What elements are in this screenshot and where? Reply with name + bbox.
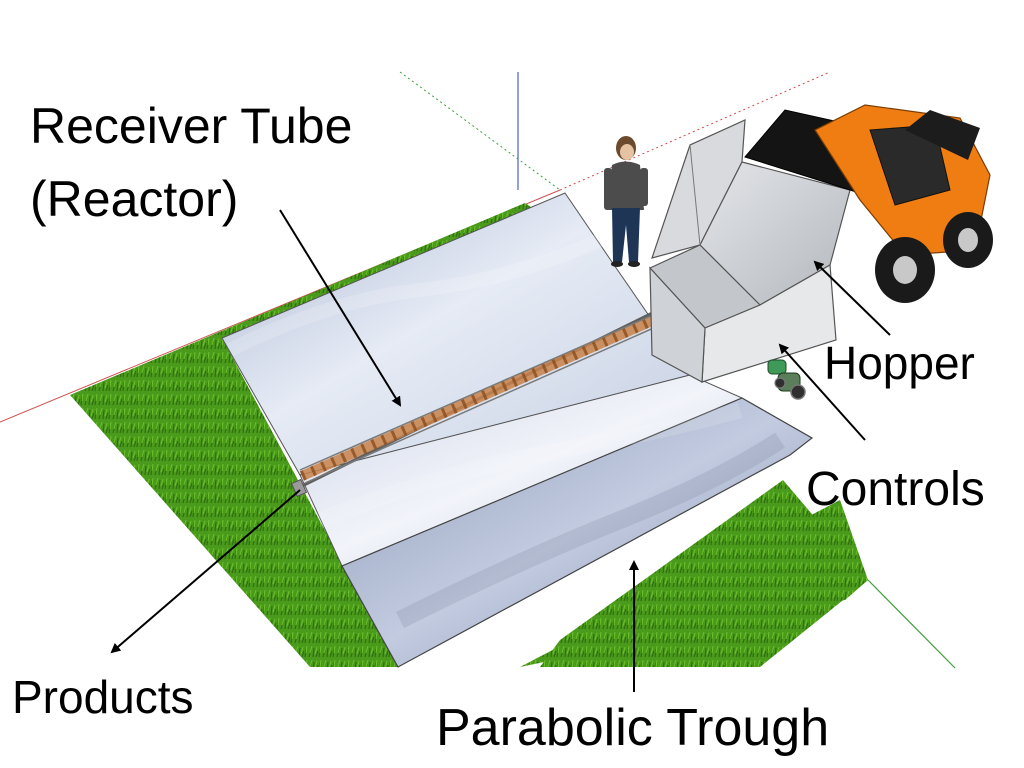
controls-arrow [778, 343, 866, 441]
receiver-tube [290, 285, 713, 498]
hopper [649, 119, 851, 383]
products-arrow [110, 489, 301, 654]
callout-arrows [110, 209, 891, 692]
control-unit [767, 359, 806, 400]
receiver-tube-label: Receiver Tube (Reactor) [30, 90, 352, 235]
controls-label: Controls [806, 463, 985, 516]
parabolic-trough [221, 192, 814, 668]
person-figure [604, 136, 648, 267]
skid-steer-loader [744, 104, 993, 303]
receiver-arrow [279, 209, 402, 407]
receiver-tube-label-line2: (Reactor) [30, 170, 239, 227]
products-label: Products [12, 671, 194, 723]
parabolic-trough-label: Parabolic Trough [436, 699, 830, 757]
receiver-tube-label-line1: Receiver Tube [30, 98, 353, 154]
hopper-label: Hopper [824, 337, 975, 389]
hopper-arrow [813, 260, 891, 336]
